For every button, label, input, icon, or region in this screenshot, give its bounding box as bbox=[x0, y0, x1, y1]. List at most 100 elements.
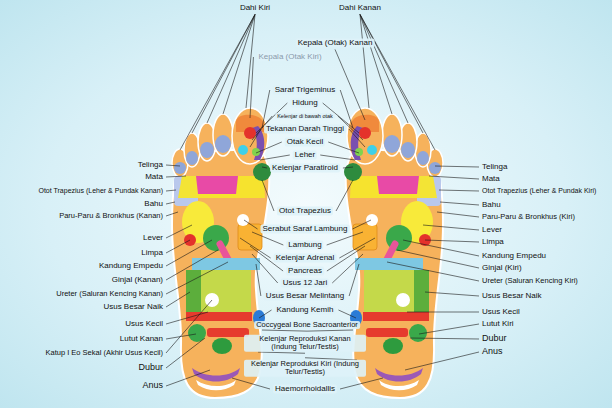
leader-line bbox=[166, 312, 208, 324]
leader-line bbox=[339, 238, 375, 258]
leader-line bbox=[166, 262, 228, 294]
leader-line bbox=[349, 264, 359, 296]
part-label: Otot Trapezius (Leher & Pundak Kiri) bbox=[482, 187, 596, 195]
leader-line bbox=[166, 250, 218, 280]
leader-line bbox=[332, 254, 363, 283]
part-label: Dahi Kanan bbox=[339, 4, 381, 13]
part-label: Kepala (Otak) Kanan bbox=[296, 39, 375, 48]
part-label: Telinga bbox=[482, 163, 507, 172]
leader-line bbox=[429, 176, 479, 179]
leader-line bbox=[258, 352, 305, 353]
leader-line bbox=[166, 176, 186, 177]
leader-line bbox=[166, 240, 190, 253]
leader-line bbox=[320, 155, 355, 160]
leader-line bbox=[252, 232, 283, 245]
part-label: Ureter (Saluran Kencing Kiri) bbox=[482, 277, 578, 285]
part-label: Kepala (Otak Kiri) bbox=[256, 53, 323, 62]
part-label: Kandung Empedu bbox=[482, 252, 546, 261]
leader-line bbox=[352, 220, 371, 229]
leader-line bbox=[166, 240, 212, 266]
part-label: Lever bbox=[143, 234, 163, 243]
leader-line bbox=[410, 338, 479, 339]
part-label: Dahi Kiri bbox=[240, 4, 270, 13]
leader-line bbox=[423, 225, 479, 230]
leader-line bbox=[387, 262, 479, 281]
part-label: Kandung Empedu bbox=[99, 262, 163, 271]
leader-line bbox=[407, 312, 479, 313]
leader-line bbox=[440, 202, 479, 205]
leader-line bbox=[338, 310, 356, 318]
part-label: Bahu bbox=[144, 200, 163, 209]
leader-line bbox=[262, 90, 270, 128]
leader-line bbox=[343, 167, 353, 168]
leader-line bbox=[259, 310, 272, 318]
part-label: Anus bbox=[142, 381, 163, 391]
leader-line bbox=[437, 212, 479, 217]
part-label: Lambung bbox=[286, 241, 323, 250]
part-label: Mata bbox=[482, 175, 500, 184]
leader-line bbox=[425, 240, 479, 242]
part-label: Lutut Kanan bbox=[120, 335, 163, 344]
part-label: Hidung bbox=[290, 99, 319, 108]
part-label: Usus Kecil bbox=[482, 308, 520, 317]
part-label: Paru-Paru & Bronkhus (Kiri) bbox=[482, 213, 575, 221]
leader-line bbox=[307, 330, 353, 331]
leader-line bbox=[360, 14, 423, 133]
part-label: Usus Besar Melintang bbox=[264, 292, 346, 301]
part-label: Usus 12 Jari bbox=[281, 279, 329, 288]
part-label: Limpa bbox=[141, 249, 163, 258]
leader-line bbox=[419, 324, 479, 334]
part-label: Saraf Trigeminus bbox=[273, 86, 337, 95]
leader-line bbox=[166, 202, 175, 204]
leader-line bbox=[335, 49, 365, 120]
leader-line bbox=[207, 14, 255, 123]
part-label: Kelenjar Paratiroid bbox=[270, 164, 340, 173]
leader-line bbox=[244, 220, 258, 229]
leader-line bbox=[240, 238, 271, 258]
leader-line bbox=[250, 57, 253, 118]
part-label: Kelenjar Adrenal bbox=[274, 254, 337, 263]
leader-line bbox=[328, 142, 359, 153]
part-label: Mata bbox=[145, 173, 163, 182]
part-label: Usus Besar Naik bbox=[103, 303, 163, 312]
leader-line bbox=[260, 155, 290, 160]
part-label: Otot Trapezius bbox=[277, 207, 333, 216]
leader-line bbox=[435, 166, 479, 167]
part-label: Katup I Eo Sekal (Akhir Usus Kecil) bbox=[45, 349, 163, 357]
part-label: Kandung Kemih bbox=[275, 306, 336, 315]
leader-line bbox=[256, 264, 261, 296]
leader-line bbox=[166, 334, 196, 339]
leader-line bbox=[262, 330, 307, 331]
part-label: Ginjal (Kanan) bbox=[112, 276, 163, 285]
leader-line bbox=[397, 250, 479, 268]
part-label: Paru-Paru & Bronkhus (Kanan) bbox=[59, 212, 163, 220]
leader-line bbox=[360, 14, 392, 114]
leader-line bbox=[340, 378, 383, 389]
leader-line bbox=[360, 14, 369, 108]
leader-line bbox=[192, 14, 255, 133]
leader-line bbox=[256, 142, 282, 153]
leader-line bbox=[439, 190, 479, 191]
leader-line bbox=[340, 90, 353, 128]
part-label: Ginjal (Kiri) bbox=[482, 264, 522, 273]
part-label: Serabut Saraf Lambung bbox=[261, 225, 350, 234]
part-label: Ureter (Saluran Kencing Kanan) bbox=[56, 290, 163, 298]
part-label: Dubur bbox=[138, 363, 163, 373]
leader-line bbox=[250, 129, 261, 147]
part-label: Tekanan Darah Tinggi bbox=[264, 125, 346, 134]
part-label: Dubur bbox=[482, 334, 507, 344]
leader-line bbox=[360, 14, 435, 150]
leader-line bbox=[349, 129, 365, 147]
leader-line bbox=[166, 225, 192, 238]
part-label: Anus bbox=[482, 347, 503, 357]
part-label: Telinga bbox=[138, 161, 163, 170]
leader-line bbox=[336, 180, 353, 211]
leader-line bbox=[166, 370, 210, 386]
part-label: Coccygeal Bone Sacroanterior bbox=[254, 321, 360, 329]
leader-line bbox=[166, 190, 176, 191]
part-label: Bahu bbox=[482, 201, 501, 210]
part-label: Kelenjar Reproduksi Kanan (Indung Telur/… bbox=[244, 335, 366, 352]
leader-line bbox=[180, 14, 255, 150]
leader-line bbox=[166, 165, 180, 166]
leader-line bbox=[232, 378, 270, 389]
